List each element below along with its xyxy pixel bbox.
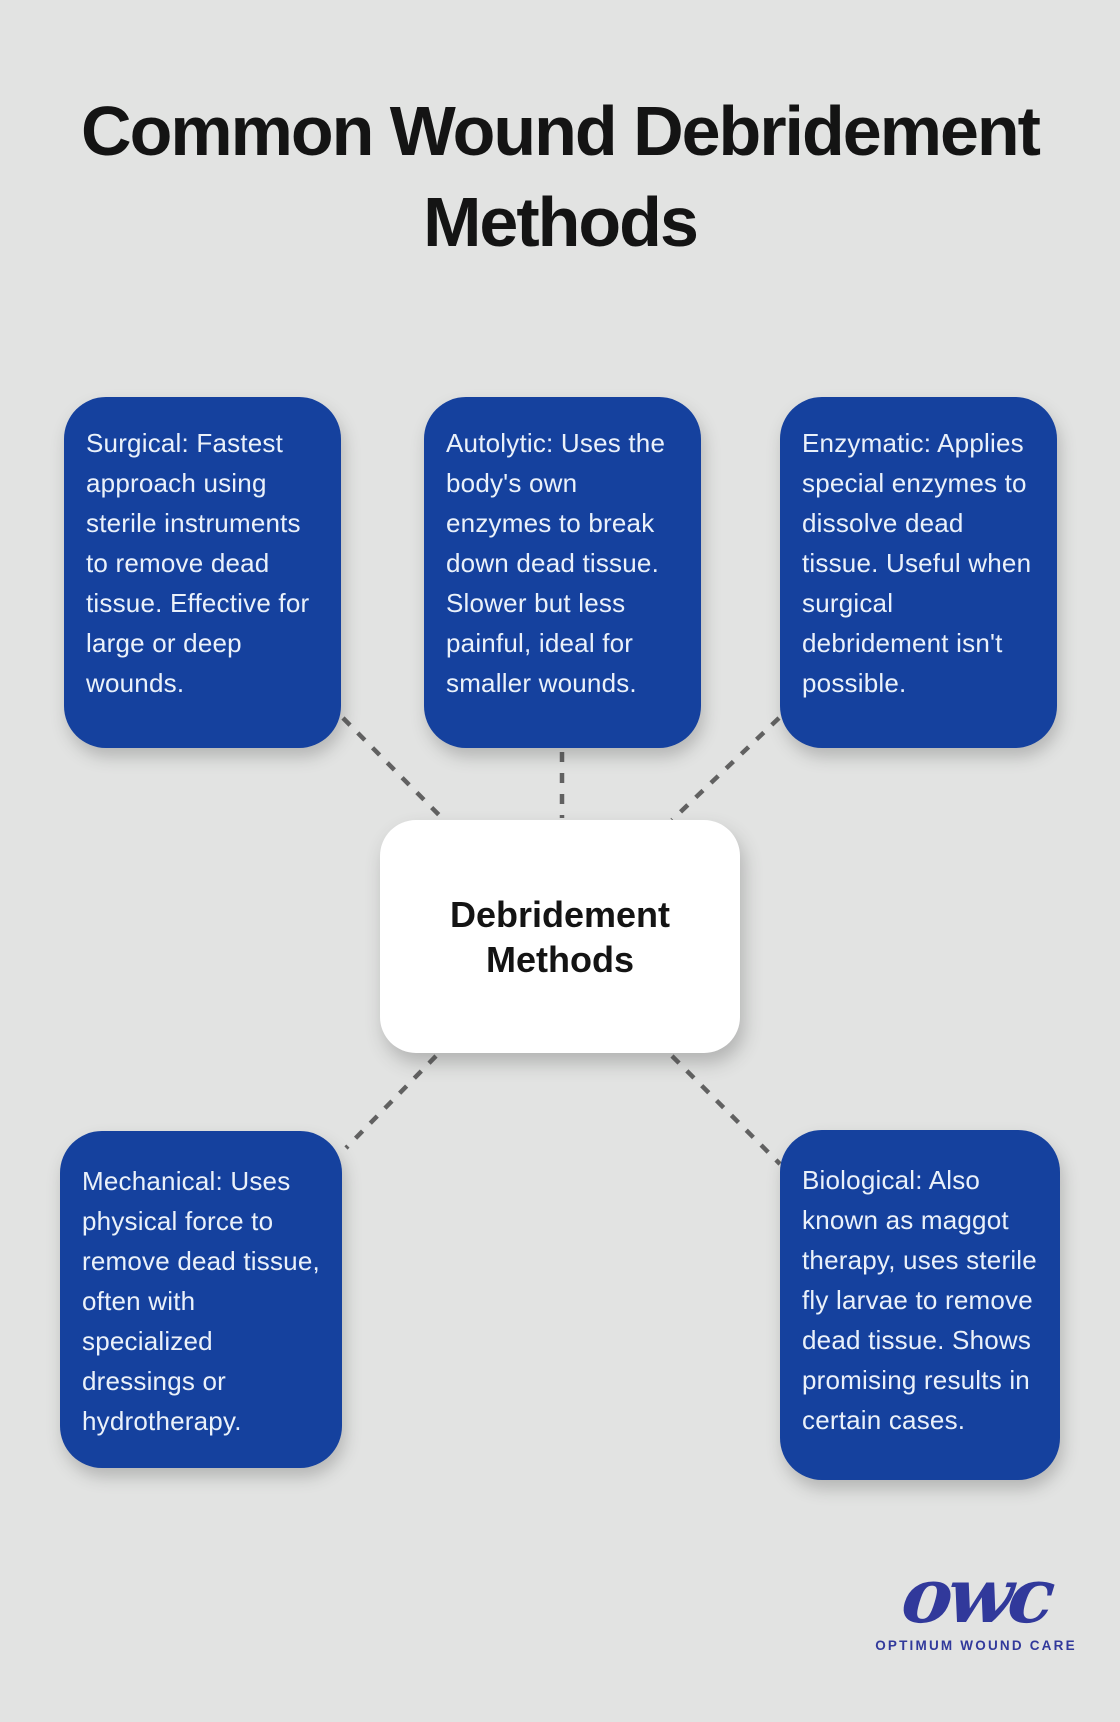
- method-card-enzymatic-text: Enzymatic: Applies special enzymes to di…: [802, 428, 1032, 698]
- method-card-enzymatic: Enzymatic: Applies special enzymes to di…: [780, 397, 1057, 748]
- method-card-surgical: Surgical: Fastest approach using sterile…: [64, 397, 341, 748]
- connector-surgical-to-center: [341, 716, 448, 824]
- method-card-biological: Biological: Also known as maggot therapy…: [780, 1130, 1060, 1480]
- method-card-mechanical: Mechanical: Uses physical force to remov…: [60, 1131, 342, 1468]
- method-card-biological-text: Biological: Also known as maggot therapy…: [802, 1165, 1037, 1435]
- owc-logo-tagline: OPTIMUM WOUND CARE: [875, 1638, 1077, 1653]
- method-card-autolytic-text: Autolytic: Uses the body's own enzymes t…: [446, 428, 666, 698]
- connector-center-to-mechanical: [344, 1054, 438, 1150]
- connector-center-to-biological: [670, 1054, 782, 1166]
- owc-logo-wordmark: owc: [897, 1551, 1055, 1640]
- center-node: Debridement Methods: [380, 820, 740, 1053]
- page-title: Common Wound Debridement Methods: [81, 92, 1041, 261]
- method-card-surgical-text: Surgical: Fastest approach using sterile…: [86, 428, 310, 698]
- method-card-mechanical-text: Mechanical: Uses physical force to remov…: [82, 1166, 320, 1436]
- owc-logo: owc OPTIMUM WOUND CARE: [848, 1551, 1104, 1653]
- method-card-autolytic: Autolytic: Uses the body's own enzymes t…: [424, 397, 701, 748]
